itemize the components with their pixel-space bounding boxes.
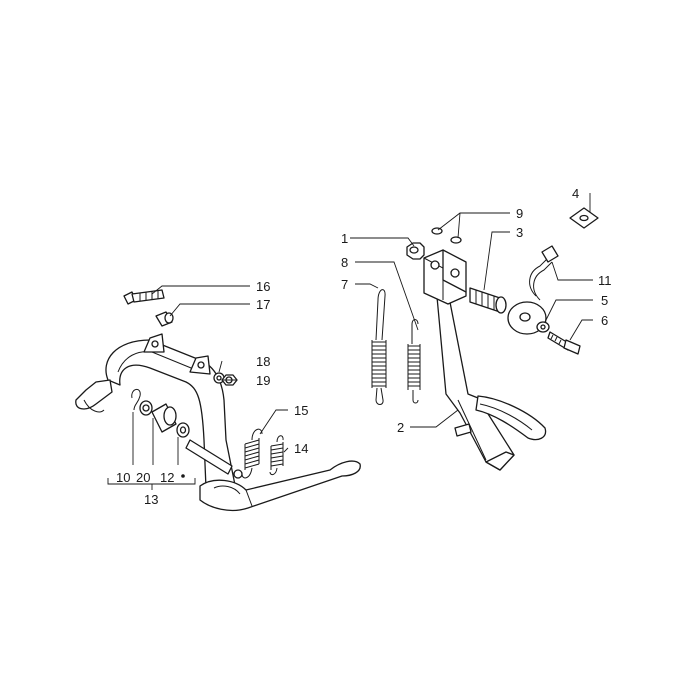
callout-11: 11	[598, 273, 612, 288]
part-5-washer	[536, 321, 550, 333]
part-3-pivot-bolt	[469, 287, 507, 314]
part-14-spring	[269, 435, 284, 476]
part-12-washer	[176, 422, 190, 438]
part-6-screw	[547, 331, 581, 355]
callout-17: 17	[256, 297, 270, 312]
part-9-pins	[431, 227, 462, 244]
part-13-centre-stand	[75, 333, 361, 512]
part-1-nut	[406, 242, 425, 260]
callout-10: 10	[116, 470, 130, 485]
callout-9: 9	[516, 206, 523, 221]
callout-labels: 1 8 7 2 3 4 9 11 5 6 16 17 18 19 15 14 1…	[116, 186, 612, 507]
callout-13: 13	[144, 492, 158, 507]
part-2-side-stand	[423, 249, 547, 471]
callout-16: 16	[256, 279, 270, 294]
part-4-clip	[569, 207, 599, 229]
part-17-bushing	[155, 311, 174, 327]
callout-5: 5	[601, 293, 608, 308]
part-7-spring	[371, 289, 387, 405]
leader-lines	[107, 193, 593, 490]
part-10-spring-clip	[131, 389, 141, 411]
part-8-spring	[407, 319, 421, 404]
callout-20: 20	[136, 470, 150, 485]
callout-4: 4	[572, 186, 579, 201]
part-20-bushing	[139, 400, 177, 433]
callout-6: 6	[601, 313, 608, 328]
callout-8: 8	[341, 255, 348, 270]
callout-14: 14	[294, 441, 308, 456]
callout-2: 2	[397, 420, 404, 435]
callout-1: 1	[341, 231, 348, 246]
part-15-spring	[241, 428, 263, 479]
callout-7: 7	[341, 277, 348, 292]
part-11-stand-switch	[507, 245, 559, 335]
callout-15: 15	[294, 403, 308, 418]
part-16-bolt	[123, 289, 165, 305]
callout-19: 19	[256, 373, 270, 388]
reference-dot	[181, 474, 185, 478]
callout-18: 18	[256, 354, 270, 369]
callout-12: 12	[160, 470, 174, 485]
callout-3: 3	[516, 225, 523, 240]
